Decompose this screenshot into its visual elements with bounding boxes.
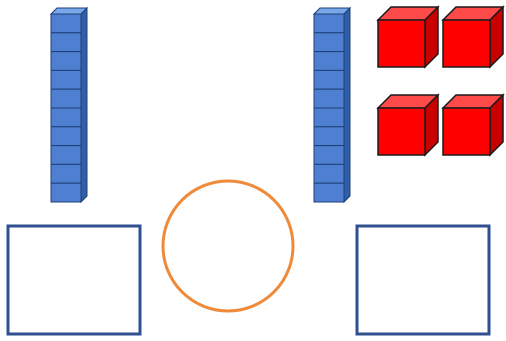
- right-rod-unit: [313, 88, 345, 109]
- left-ten-rod: [49, 6, 89, 204]
- left-rod-unit: [50, 182, 82, 203]
- left-rod-unit: [50, 107, 82, 128]
- red-unit-cube: [441, 93, 505, 157]
- right-rod-unit: [313, 145, 345, 165]
- left-answer-box[interactable]: [6, 224, 142, 336]
- red-unit-cube: [376, 93, 440, 157]
- left-rod-unit: [50, 51, 82, 71]
- right-rod-unit: [313, 69, 345, 90]
- left-rod-unit: [50, 13, 82, 34]
- red-unit-cube: [441, 5, 505, 69]
- right-rod-unit: [313, 51, 345, 71]
- cube-front: [442, 19, 491, 68]
- left-rod-unit: [50, 126, 82, 147]
- comparison-circle[interactable]: [161, 179, 295, 313]
- left-rod-unit: [50, 88, 82, 109]
- right-rod-unit: [313, 182, 345, 203]
- left-rod-unit: [50, 69, 82, 90]
- left-rod-unit: [50, 32, 82, 53]
- red-unit-cube: [376, 5, 440, 69]
- left-rod-unit: [50, 163, 82, 184]
- right-answer-box[interactable]: [355, 224, 491, 336]
- cube-front: [377, 107, 426, 156]
- cube-front: [442, 107, 491, 156]
- right-rod-unit: [313, 126, 345, 147]
- red-unit-cubes-group: [376, 5, 505, 157]
- left-rod-unit: [50, 145, 82, 165]
- right-rod-side: [343, 6, 351, 204]
- right-rod-unit: [313, 107, 345, 128]
- right-ten-rod: [312, 6, 352, 204]
- right-rod-unit: [313, 13, 345, 34]
- right-rod-unit: [313, 32, 345, 53]
- cube-front: [377, 19, 426, 68]
- left-rod-side: [80, 6, 88, 204]
- right-rod-unit: [313, 163, 345, 184]
